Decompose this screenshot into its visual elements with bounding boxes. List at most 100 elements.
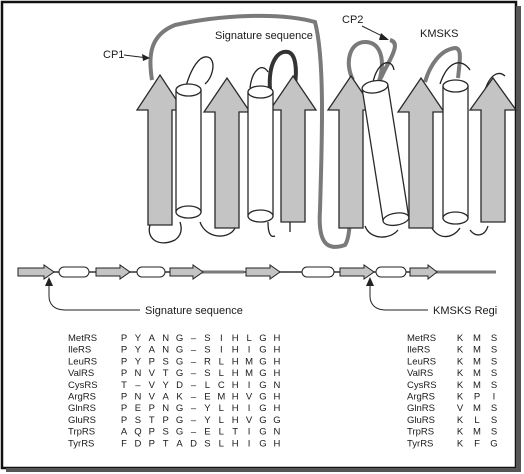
alignment-residue: T [149,415,155,426]
cp1-label: CP1 [103,49,124,61]
connector-bottom-7 [469,225,489,236]
kmsks-residue: M [473,380,481,391]
alignment-residue: H [273,356,280,367]
alignment-residue: P [121,403,127,414]
alignment-residue: L [219,356,224,367]
beta-strand-3 [268,74,318,223]
alignment-row-name: MetRS [68,333,97,344]
alignment-residue: L [219,368,224,379]
kmsks-residue: K [457,427,464,438]
alignment-residue: S [163,356,169,367]
alignment-residue: M [245,368,253,379]
alignment-row-name-right: MetRS [407,333,436,344]
alignment-row-name-right: LeuRS [407,356,436,367]
kmsks-pointer [369,279,428,311]
alignment-row-name-right: ValRS [407,368,433,379]
alignment-residue: I [220,333,223,344]
alignment-residue: G [259,438,266,449]
alignment-residue: S [135,415,141,426]
alignment-residue: Y [204,415,211,426]
alignment-residue: V [149,392,156,403]
kmsks-residue: M [473,333,481,344]
connector-top-3 [372,62,395,83]
alignment-residue: E [135,403,141,414]
topology-diagram: CP1 Signature sequence CP2 KMSKS [103,13,518,249]
kmsks-residue: S [491,427,497,438]
alignment-residue: G [176,345,183,356]
alignment-residue: – [191,345,197,356]
alignment-residue: H [232,333,239,344]
linear-helix-1 [58,266,90,278]
kmsks-residue: M [473,403,481,414]
kmsks-residue: I [493,392,496,403]
signature-bottom-label: Signature sequence [145,305,243,317]
alignment-residue: P [149,356,155,367]
alpha-helix-4 [442,79,469,225]
alignment-residue: A [149,345,156,356]
alignment-residue: G [259,403,266,414]
alpha-helix-3 [361,79,410,227]
alignment-residue: P [121,368,127,379]
figure-shadow [516,6,521,471]
alignment-residue: – [191,333,197,344]
alignment-row-name-right: TrpRS [407,427,434,438]
alignment-residue: Q [134,427,141,438]
alignment-row-name: IleRS [68,345,91,356]
alignment-residue: G [259,345,266,356]
alignment-residue: T [163,438,169,449]
alignment-row-name: LeuRS [68,356,97,367]
alignment-residue: – [191,427,197,438]
alignment-residue: I [248,345,251,356]
alignment-residue: – [191,356,197,367]
beta-strand-6 [468,76,518,223]
cp1-loop [148,13,353,249]
kmsks-residue: S [491,368,497,379]
alignment-residue: P [121,333,127,344]
kmsks-residue: F [474,438,480,449]
alignment-residue: L [219,427,224,438]
linear-strand-1 [17,264,55,280]
alignment-residue: N [134,368,141,379]
alignment-residue: Y [204,403,211,414]
alignment-row-name-right: TyrRS [407,438,433,449]
alignment-row-name: GlnRS [68,403,96,414]
kmsks-residue: S [491,403,497,414]
kmsks-residue: M [473,368,481,379]
alignment-row-name-right: GlnRS [407,403,435,414]
alignment-residue: A [176,438,183,449]
alignment-residue: G [176,368,183,379]
alignment-residue: H [232,415,239,426]
alignment-residue: S [204,368,210,379]
alignment-residue: G [176,427,183,438]
alignment-residue: D [190,438,197,449]
kmsks-residue: K [457,392,464,403]
alignment-residue: E [204,427,210,438]
connector-top-2 [249,67,269,89]
kmsks-residue: K [457,368,464,379]
kmsks-pointer-head [366,277,374,286]
kmsks-loop [423,45,462,83]
alignment-residue: N [162,333,169,344]
alignment-residue: H [232,368,239,379]
linear-helix-4 [375,266,407,278]
alignment-residue: K [176,392,183,403]
alignment-residue: D [134,438,141,449]
cp2-loop [346,38,397,86]
alignment-residue: G [259,333,266,344]
cp2-arrowhead [379,33,389,40]
cp1-arrowhead [142,54,150,61]
alignment-residue: P [149,438,155,449]
signature-pointer [48,279,140,311]
alignment-residue: A [149,333,156,344]
alignment-residue: P [149,427,155,438]
alignment-residue: H [232,392,239,403]
alignment-residue: V [149,368,156,379]
alignment-residue: M [217,392,225,403]
alignment-residue: H [232,356,239,367]
alignment-residue: G [176,333,183,344]
alignment-residue: L [205,380,210,391]
alignment-residue: H [232,345,239,356]
kmsks-residue: K [457,333,464,344]
